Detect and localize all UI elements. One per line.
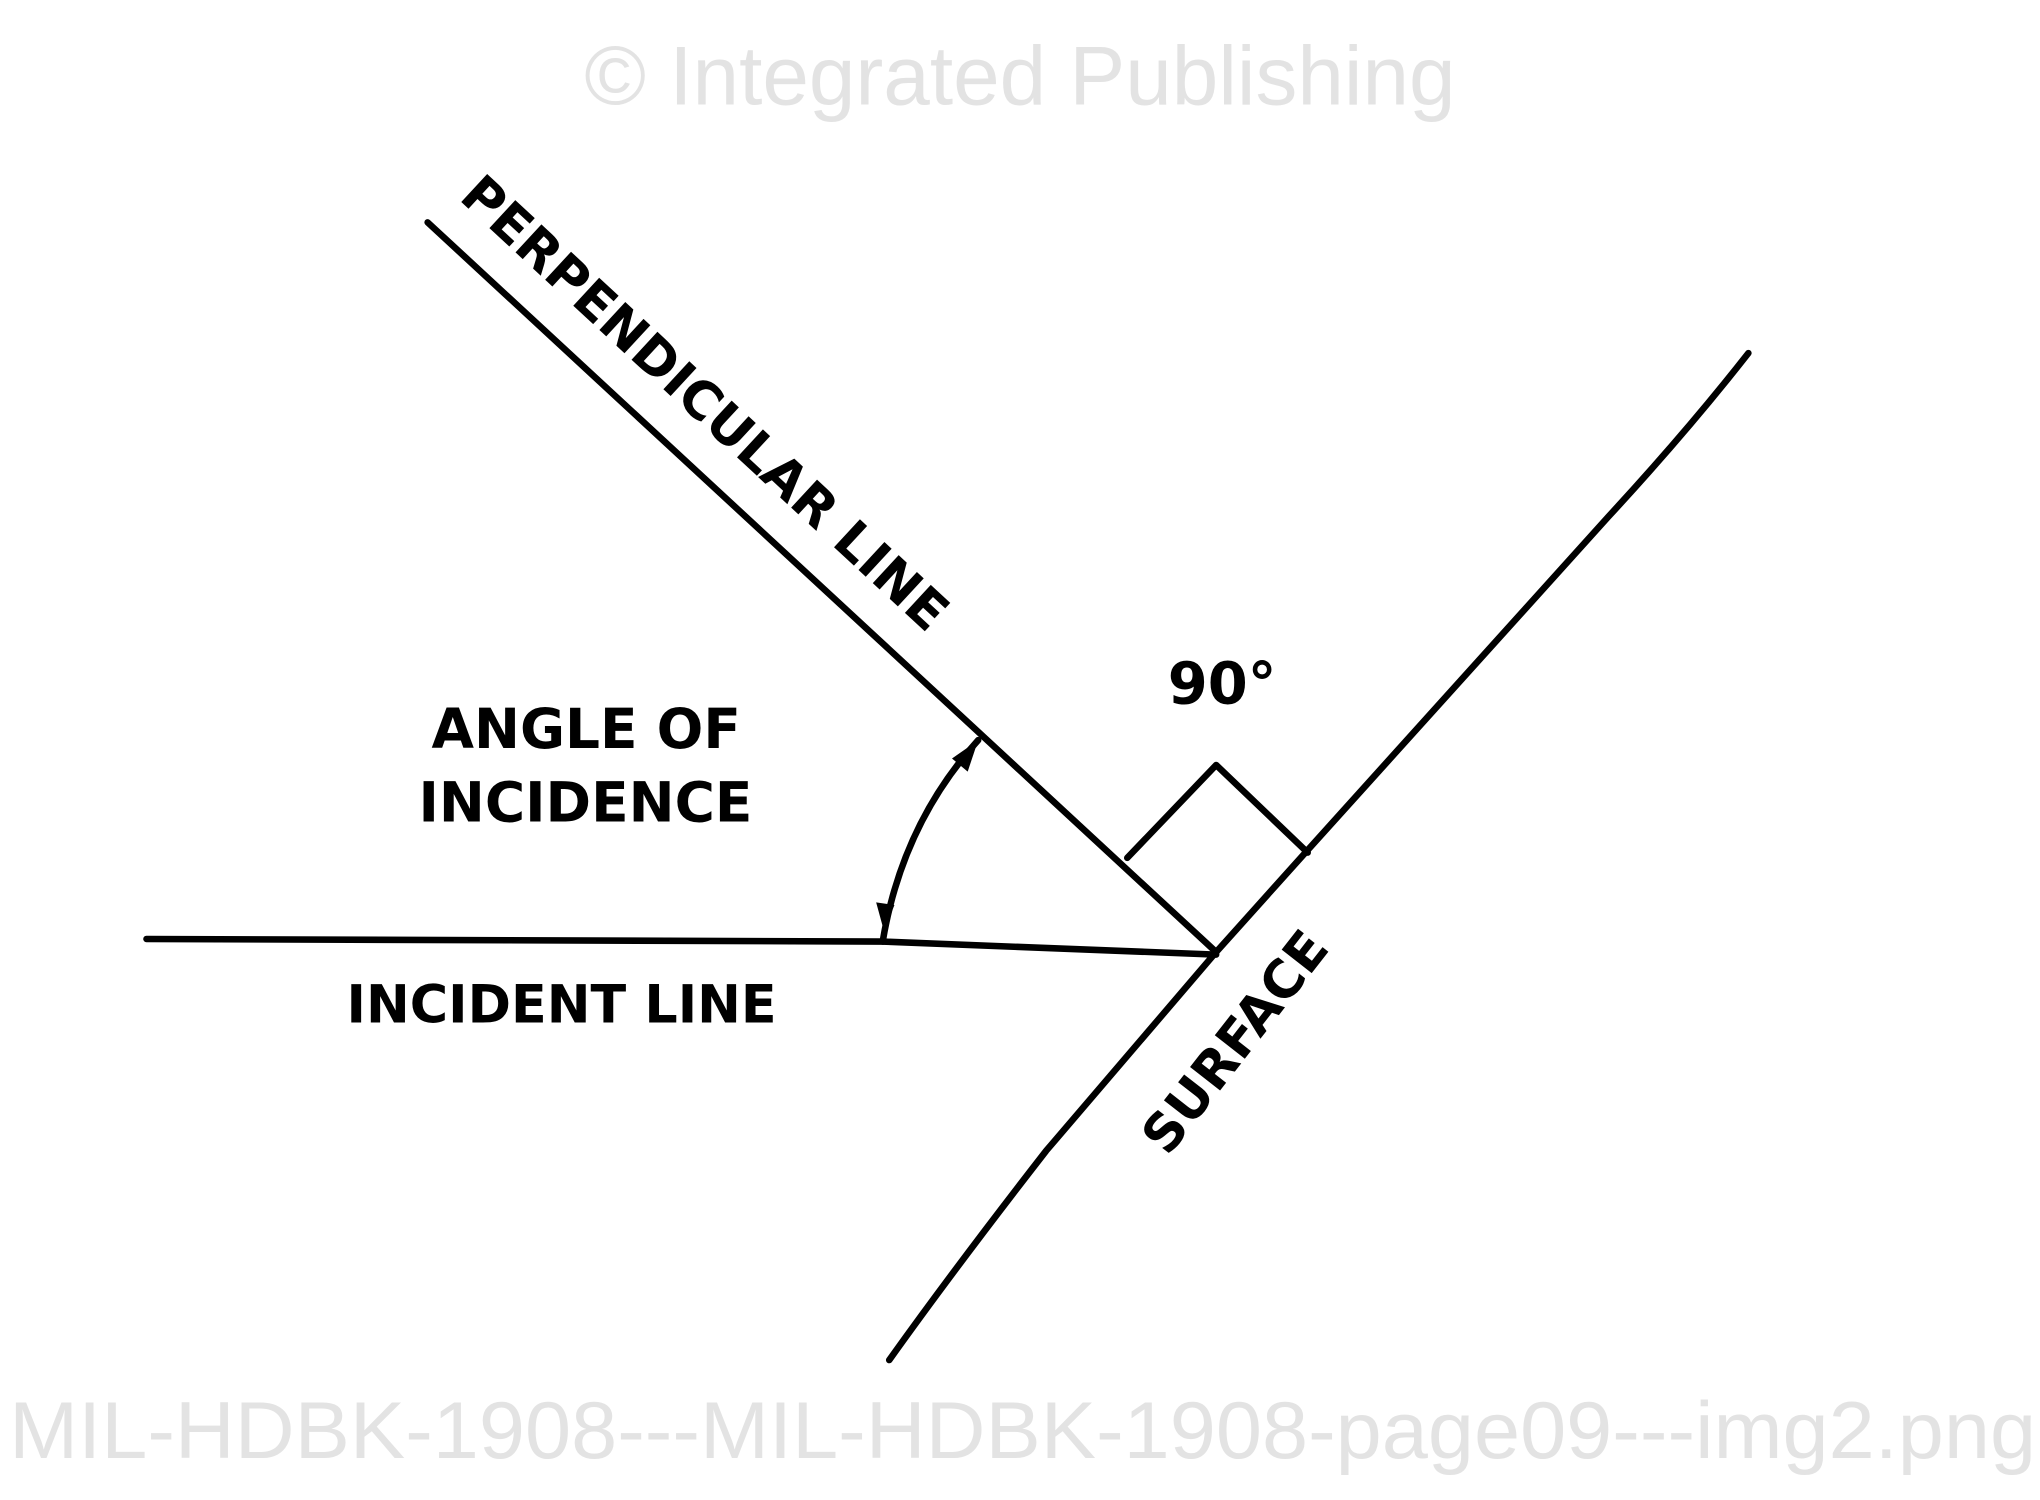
incidence-label: INCIDENCE [418,770,752,834]
watermark-line1: © Integrated Publishing [584,29,1455,123]
angle-arc [879,736,982,945]
perpendicular-line-label: PERPENDICULAR LINE [449,164,960,644]
surface-line [885,349,1752,1364]
incident-line-label: INCIDENT LINE [347,975,777,1036]
watermark-line2: MIL-HDBK-1908---MIL-HDBK-1908-page09---i… [9,1386,2036,1476]
arrow-head-bottom [876,902,895,932]
right-angle-marker [1123,761,1311,862]
surface-label: SURFACE [1130,919,1341,1165]
angle-of-label: ANGLE OF [432,697,741,761]
incident-line [143,935,1220,958]
right-angle-label: 90° [1168,651,1277,718]
arrow-head-top [952,740,979,772]
perpendicular-line [424,219,1220,956]
